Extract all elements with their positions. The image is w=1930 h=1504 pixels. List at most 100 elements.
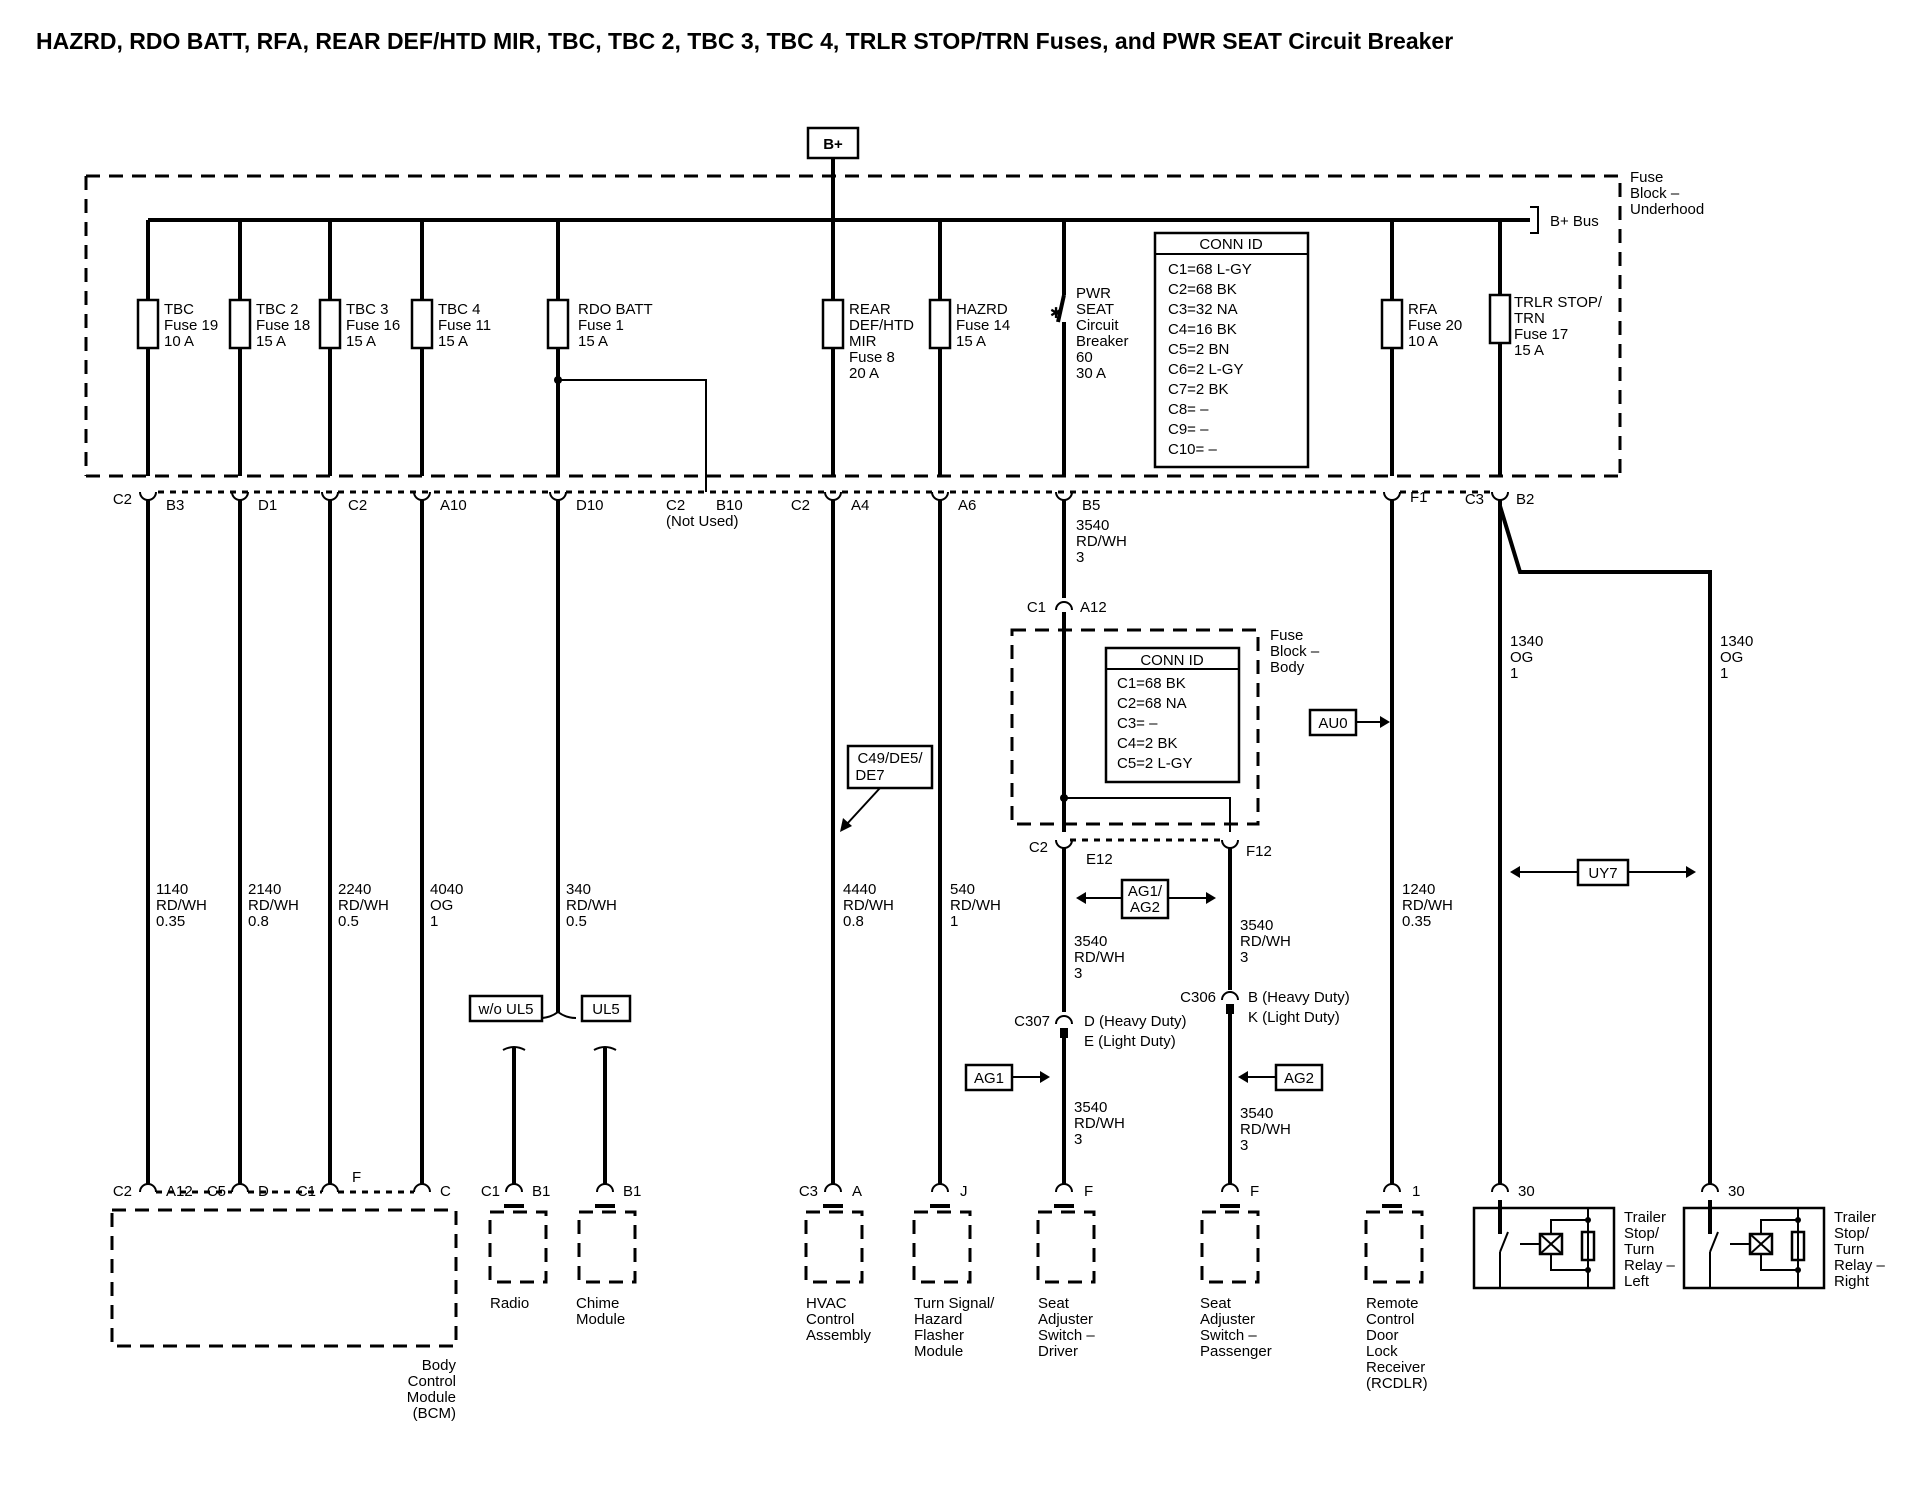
option-ag1-ag2-line-1: AG1/	[1128, 883, 1163, 900]
option-ul5: UL5	[580, 994, 632, 1023]
seat-pass-name-3: Switch –	[1200, 1327, 1257, 1344]
fuse-rfa-number: Fuse 20	[1408, 317, 1462, 334]
fuse-tbc-3-number: Fuse 16	[346, 317, 400, 334]
wire-4440: 4440 RD/WH 0.8	[831, 500, 894, 1185]
circuit-breaker-pwr-seat: ✱ PWR SEAT Circuit Breaker 60 30 A	[1050, 220, 1129, 476]
wire-540-circuit: 540	[950, 881, 975, 898]
bcm-pin-c: C	[440, 1183, 451, 1200]
wire-3540-pass-lower-circuit: 3540	[1240, 1105, 1273, 1122]
wire-1340-right-circuit: 1340	[1720, 633, 1753, 650]
wire-3540-driver-lower-size: 3	[1074, 1131, 1082, 1148]
wire-1340-left-circuit: 1340	[1510, 633, 1543, 650]
wire-1240: 1240 RD/WH 0.35	[1390, 500, 1453, 1185]
hvac-conn: C3	[799, 1183, 818, 1200]
option-au0-label: AU0	[1318, 715, 1347, 732]
bcm-pin-a12: A12	[166, 1183, 193, 1200]
seat-driver-name-4: Driver	[1038, 1343, 1078, 1360]
option-ul5-label: UL5	[592, 1001, 620, 1018]
radio-pin: B1	[532, 1183, 550, 1200]
rcdlr-name-1: Remote	[1366, 1295, 1419, 1312]
c306-line-2: K (Light Duty)	[1248, 1009, 1340, 1026]
hvac-name-1: HVAC	[806, 1295, 847, 1312]
body-block-out-pin-f12: F12	[1246, 843, 1272, 860]
bcm-pin-c2: C2	[113, 1183, 132, 1200]
component-connector-cups	[139, 1183, 1719, 1194]
component-chime-module: B1 Chime Module	[576, 1183, 641, 1328]
conn-id-underhood-row: C1=68 L-GY	[1168, 261, 1252, 278]
c306-label: C306	[1180, 989, 1216, 1006]
wire-3540-pass-size: 3	[1240, 949, 1248, 966]
wire-3540-upper: 3540 RD/WH 3 C1 A12	[1027, 500, 1127, 798]
option-c49-de5-de7: C49/DE5/ DE7	[840, 744, 934, 832]
fuse-trlr-name-2: TRN	[1514, 310, 1545, 327]
fuse-tbc-4: TBC 4 Fuse 11 15 A	[410, 220, 491, 476]
battery-source: B+	[806, 126, 860, 220]
breaker-pwr-seat-line-4: Breaker	[1076, 333, 1129, 350]
pin-f1: F1	[1410, 489, 1428, 506]
fuse-rdo-batt-rating: 15 A	[578, 333, 608, 350]
svg-text:✱: ✱	[1050, 305, 1063, 322]
conn-id-underhood-row: C10= –	[1168, 441, 1217, 458]
wire-3540-driver-lower-color: RD/WH	[1074, 1115, 1125, 1132]
option-c49-line-2: DE7	[855, 767, 884, 784]
fuse-rdo-batt: RDO BATT Fuse 1 15 A	[546, 220, 707, 476]
breaker-pwr-seat-line-6: 30 A	[1076, 365, 1106, 382]
fuse-rear-def-name-2: DEF/HTD	[849, 317, 914, 334]
relay-right-name-2: Stop/	[1834, 1225, 1870, 1242]
flasher-pin: J	[960, 1183, 968, 1200]
wire-3540-driver-circuit: 3540	[1074, 933, 1107, 950]
fuse-tbc-4-rating: 15 A	[438, 333, 468, 350]
fuse-block-underhood-label-1: Fuse	[1630, 169, 1663, 186]
relay-right-name-1: Trailer	[1834, 1209, 1876, 1226]
option-uy7-label: UY7	[1588, 865, 1617, 882]
conn-id-body-header: CONN ID	[1140, 652, 1204, 669]
option-uy7: UY7	[1510, 858, 1696, 887]
pin-b3: B3	[166, 497, 184, 514]
wire-540: 540 RD/WH 1	[938, 500, 1001, 1185]
fuse-tbc-name: TBC	[164, 301, 194, 318]
diagram-title: HAZRD, RDO BATT, RFA, REAR DEF/HTD MIR, …	[36, 28, 1454, 54]
component-bcm: C2 A12 C5 D C1 F C Body Control Module (…	[110, 1169, 458, 1422]
relay-left-name-1: Trailer	[1624, 1209, 1666, 1226]
wire-4040-size: 1	[430, 913, 438, 930]
fuse-rfa-rating: 10 A	[1408, 333, 1438, 350]
bcm-name-3: Module	[407, 1389, 456, 1406]
option-ag2: AG2	[1238, 1063, 1324, 1092]
relay-left-name-5: Left	[1624, 1273, 1650, 1290]
conn-id-body-row: C5=2 L-GY	[1117, 755, 1192, 772]
wire-4040: 4040 OG 1	[420, 500, 463, 1185]
wire-4440-circuit: 4440	[843, 881, 876, 898]
wire-3540-pass-circuit: 3540	[1240, 917, 1273, 934]
fuse-tbc-2-name: TBC 2	[256, 301, 299, 318]
body-block-out-conn: C2	[1029, 839, 1048, 856]
conn-id-underhood-row: C4=16 BK	[1168, 321, 1237, 338]
c307-line-2: E (Light Duty)	[1084, 1033, 1176, 1050]
wire-3540-pass-color: RD/WH	[1240, 933, 1291, 950]
wire-4040-color: OG	[430, 897, 453, 914]
wire-1240-size: 0.35	[1402, 913, 1431, 930]
relay-right-name-4: Relay –	[1834, 1257, 1886, 1274]
wire-1340-left: 1340 OG 1	[1498, 500, 1543, 1185]
wire-340-size: 0.5	[566, 913, 587, 930]
wire-2140: 2140 RD/WH 0.8	[238, 500, 299, 1185]
chime-name-2: Module	[576, 1311, 625, 1328]
seat-driver-name-2: Adjuster	[1038, 1311, 1093, 1328]
bcm-pin-c1: C1	[297, 1183, 316, 1200]
chime-name-1: Chime	[576, 1295, 619, 1312]
wire-1140-color: RD/WH	[156, 897, 207, 914]
conn-id-underhood-row: C2=68 BK	[1168, 281, 1237, 298]
wire-1240-circuit: 1240	[1402, 881, 1435, 898]
component-radio: C1 B1 Radio	[481, 1183, 551, 1312]
fuse-block-underhood-label-2: Block –	[1630, 185, 1680, 202]
component-flasher-module: J Turn Signal/ Hazard Flasher Module	[912, 1183, 995, 1360]
pin-conn-c2-a4: C2	[791, 497, 810, 514]
bcm-pin-c5: C5	[207, 1183, 226, 1200]
flasher-name-1: Turn Signal/	[914, 1295, 995, 1312]
wire-1340-right: 1340 OG 1	[1498, 505, 1753, 1185]
option-wo-ul5-label: w/o UL5	[477, 1001, 533, 1018]
rcdlr-pin: 1	[1412, 1183, 1420, 1200]
wire-2240-color: RD/WH	[338, 897, 389, 914]
wire-3540-pass-lower-color: RD/WH	[1240, 1121, 1291, 1138]
c307-label: C307	[1014, 1013, 1050, 1030]
unused-pin-b10: B10	[716, 497, 743, 514]
